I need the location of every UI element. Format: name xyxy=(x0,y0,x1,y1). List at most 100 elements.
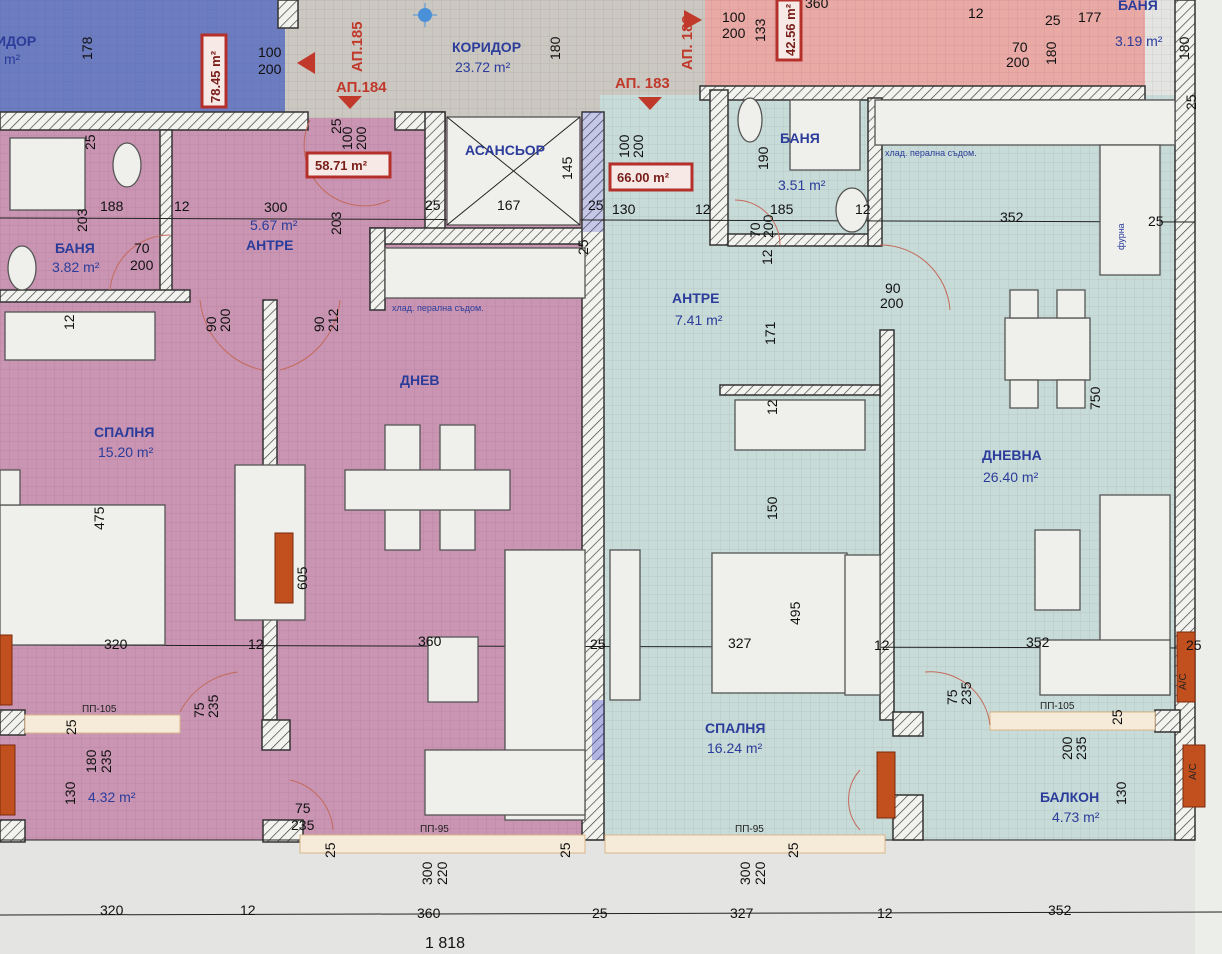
room-area: 3.51 m² xyxy=(778,177,826,193)
dimension-label: 25 xyxy=(1183,94,1199,110)
dimension-label: 133 xyxy=(752,18,768,42)
ac-label: A/C xyxy=(1188,763,1199,780)
apartment-label-185: АП.185 xyxy=(349,21,366,72)
dimension-label: 180 xyxy=(1043,41,1059,65)
wardrobe-right xyxy=(734,399,866,451)
dimension-label: 130 xyxy=(612,201,636,217)
dimension-label: 12 xyxy=(240,902,256,918)
room-area: 26.40 m² xyxy=(983,469,1039,485)
kitchen-right xyxy=(874,99,1176,146)
dimension-label: 235 xyxy=(205,694,221,718)
apartment-area-185: 78.45 m² xyxy=(208,50,223,103)
marker-triangle-icon xyxy=(338,96,362,109)
dimension-label: 130 xyxy=(1113,781,1129,805)
coffee-table-left xyxy=(427,636,479,703)
dimension-label: 75 xyxy=(191,702,207,718)
dimension-label: 352 xyxy=(1048,902,1072,918)
room-name: БАЛКОН xyxy=(1040,789,1099,805)
dimension-label: 25 xyxy=(1186,637,1202,653)
dimension-label: 70 xyxy=(1012,39,1028,55)
dimension-label: 100 xyxy=(258,44,282,60)
dimension-label: 25 xyxy=(63,719,79,735)
dimension-label: 190 xyxy=(755,146,771,170)
dimension-label: 200 xyxy=(258,61,282,77)
annotations: хлад. перална съдом. хлад. перална съдом… xyxy=(82,148,1126,835)
dimension-label: 475 xyxy=(91,506,107,530)
coffee-table-right xyxy=(1034,529,1081,611)
nightstand-left xyxy=(0,469,21,506)
sofa-left-base xyxy=(424,749,586,816)
dimension-label: 25 xyxy=(590,636,606,652)
room-name: КОРИДОР xyxy=(452,39,521,55)
room-area: 16.24 m² xyxy=(707,740,763,756)
dimension-label: 200 xyxy=(760,214,776,238)
dimension-label: 320 xyxy=(100,902,124,918)
room-name: АНТРЕ xyxy=(672,290,719,306)
dimension-label: 220 xyxy=(434,861,450,885)
room-area: 3.82 m² xyxy=(52,259,100,275)
dimension-label: 12 xyxy=(968,5,984,21)
dimension-label: 360 xyxy=(418,633,442,649)
right-margin xyxy=(1195,0,1222,954)
dimension-line xyxy=(0,644,1196,649)
dimension-label: 25 xyxy=(82,134,98,150)
apartment-area-184: 58.71 m² xyxy=(315,158,368,173)
dimension-label: 12 xyxy=(759,249,775,265)
room-name: ДНЕВНА xyxy=(982,447,1042,463)
dining-table xyxy=(1004,317,1091,381)
dimension-label: 25 xyxy=(1148,213,1164,229)
apartment-area-182: 42.56 m² xyxy=(783,3,798,56)
dimension-label: 25 xyxy=(785,842,801,858)
room-name: АСАНСЬОР xyxy=(465,142,545,158)
dimension-label: 185 xyxy=(770,201,794,217)
room-area: 23.72 m² xyxy=(455,59,511,75)
dimension-label: 180 xyxy=(1176,36,1192,60)
apartment-area-183: 66.00 m² xyxy=(617,170,670,185)
dimension-label: 70 xyxy=(747,222,763,238)
dimension-label: 300 xyxy=(737,861,753,885)
dimension-label: 220 xyxy=(752,861,768,885)
dimension-label: 495 xyxy=(787,601,803,625)
marker-triangle-icon xyxy=(684,10,702,30)
room-name: ДНЕВ xyxy=(400,372,440,388)
dimension-label: 12 xyxy=(764,399,780,415)
apartment-label-184: АП.184 xyxy=(336,79,387,96)
dimension-label: 12 xyxy=(61,314,77,330)
room-name: БАНЯ xyxy=(55,240,95,256)
sink-right xyxy=(835,187,869,233)
dimension-label: 90 xyxy=(311,316,327,332)
dimension-label: 25 xyxy=(322,842,338,858)
kitchen-appliance-labels: хлад. перална съдом. xyxy=(392,303,484,313)
ac-unit xyxy=(0,744,16,816)
room-labels: ИДОР m² КОРИДОР 23.72 m² БАНЯ 3.19 m² АС… xyxy=(0,0,1163,825)
dimension-label: 200 xyxy=(1059,736,1075,760)
desk-left xyxy=(234,464,306,621)
dimension-label: 25 xyxy=(425,197,441,213)
room-name: БАНЯ xyxy=(780,130,820,146)
dimension-label: 178 xyxy=(79,36,95,60)
room-area: 15.20 m² xyxy=(98,444,154,460)
dimension-label: 25 xyxy=(557,842,573,858)
room-area: 5.67 m² xyxy=(250,217,298,233)
room-name: БАНЯ xyxy=(1118,0,1158,13)
dimension-line xyxy=(0,911,1222,916)
dimension-label: 12 xyxy=(174,198,190,214)
marker-triangle-icon xyxy=(638,97,662,110)
room-area: m² xyxy=(4,51,21,67)
nightstand-right xyxy=(844,554,881,696)
dimension-label: 25 xyxy=(1045,12,1061,28)
dimension-label: 200 xyxy=(353,126,369,150)
dimension-label: 750 xyxy=(1087,386,1103,410)
dimension-label: 180 xyxy=(547,36,563,60)
ac-label: A/C xyxy=(1178,673,1189,690)
ac-unit xyxy=(1182,744,1206,808)
room-area: 7.41 m² xyxy=(675,312,723,328)
ac-unit xyxy=(274,532,294,604)
dimension-label: 75 xyxy=(295,800,311,816)
dimension-label: 75 xyxy=(944,689,960,705)
sink-left xyxy=(7,245,37,291)
dimension-label: 360 xyxy=(417,905,441,921)
dimension-label: 130 xyxy=(62,781,78,805)
dimension-label: 327 xyxy=(730,905,754,921)
dimension-label: 300 xyxy=(419,861,435,885)
